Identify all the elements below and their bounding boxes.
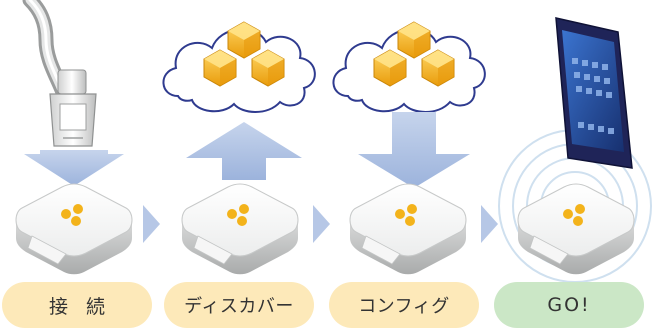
access-point-device	[15, 183, 133, 275]
cloud-honeycomb-icon	[332, 28, 486, 113]
step-label-go: GO!	[494, 282, 644, 328]
tablet-icon	[555, 17, 633, 169]
chevron-right-icon	[143, 205, 160, 243]
chevron-right-icon	[481, 205, 498, 243]
arrow-down-config	[358, 112, 470, 188]
chevron-right-icon	[313, 205, 330, 243]
step-label-discover: ディスカバー	[164, 282, 314, 328]
cloud-honeycomb-icon	[162, 28, 316, 113]
access-point-device	[517, 183, 635, 275]
step-label-config: コンフィグ	[329, 282, 479, 328]
arrow-up-discover	[186, 122, 302, 180]
access-point-device	[349, 183, 467, 275]
arrow-down-connect	[24, 150, 124, 186]
step-label-connect: 接 続	[2, 282, 152, 328]
ethernet-cable-icon	[22, 0, 97, 147]
access-point-device	[181, 183, 299, 275]
